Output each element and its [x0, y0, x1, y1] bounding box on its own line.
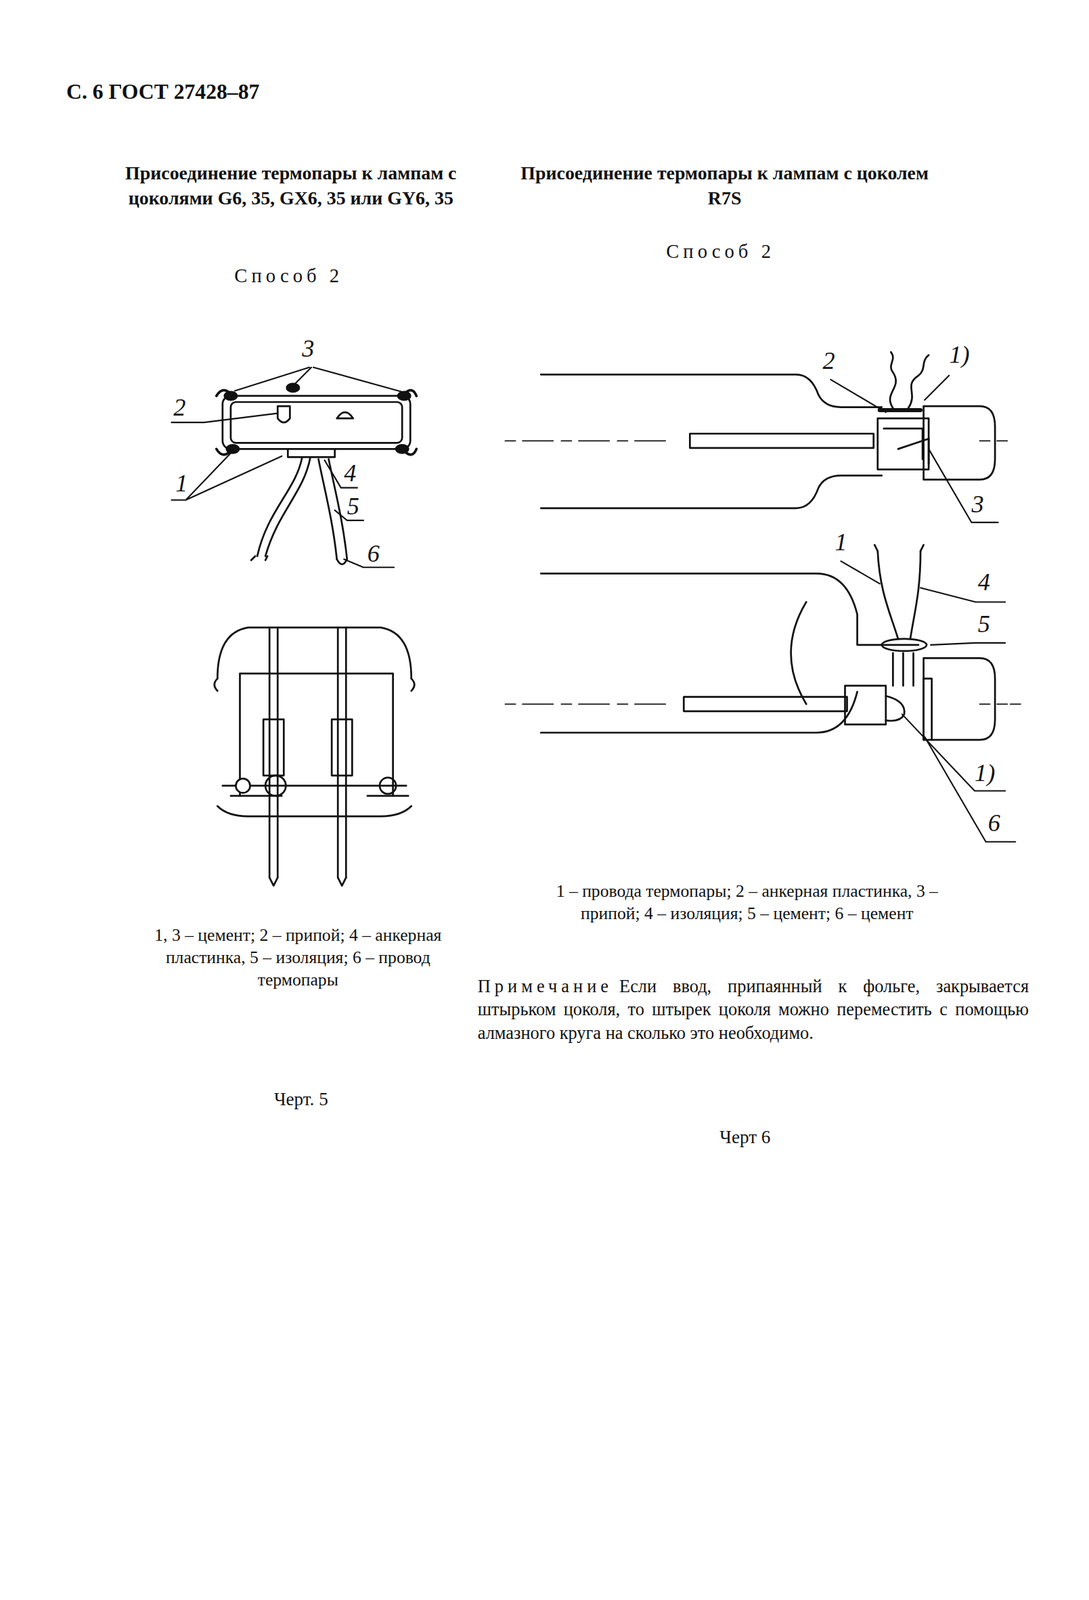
callout-number: 4	[343, 457, 357, 490]
callout-number: 4	[978, 566, 991, 599]
callout-number: 1	[835, 526, 848, 559]
callout-number: 5	[978, 608, 991, 641]
callout-number: 2	[173, 391, 186, 424]
figure-legend: 1, 3 – цемент; 2 – припой; 4 – анкерная …	[140, 923, 457, 992]
callout-number: 1)	[974, 757, 995, 790]
note-heading: Примечание	[477, 974, 613, 998]
figure-number: Черт 6	[663, 1125, 827, 1150]
callout-number: 5	[347, 490, 360, 523]
callout-number: 6	[988, 807, 1001, 840]
method-heading: Способ 2	[176, 263, 402, 289]
note-text: Если ввод, припаянный к фольге, закрывае…	[477, 974, 1029, 1045]
callout-number: 3	[301, 332, 315, 365]
callout-number: 1	[175, 467, 188, 500]
callout-number: 2	[822, 345, 835, 377]
figure-legend: 1 – провода термопары; 2 – анкерная плас…	[527, 879, 967, 926]
leader-lines	[171, 367, 1016, 842]
callout-number: 6	[367, 538, 380, 570]
section-heading: Присоединение термопары к лампам с цокол…	[510, 161, 939, 211]
lamp-r7s-view-1	[504, 351, 1008, 509]
figure-number: Черт. 5	[219, 1087, 383, 1112]
lamp-pinch-side-view	[216, 383, 417, 565]
callout-number: 1)	[948, 339, 970, 371]
section-heading: Присоединение термопары к лампам с цокол…	[81, 161, 501, 211]
callout-number: 3	[971, 488, 985, 521]
lamp-pinch-front-view	[214, 627, 415, 886]
page-header: С. 6 ГОСТ 27428–87	[66, 77, 394, 106]
method-heading: Способ 2	[608, 238, 834, 264]
lamp-r7s-view-2	[504, 544, 1020, 740]
